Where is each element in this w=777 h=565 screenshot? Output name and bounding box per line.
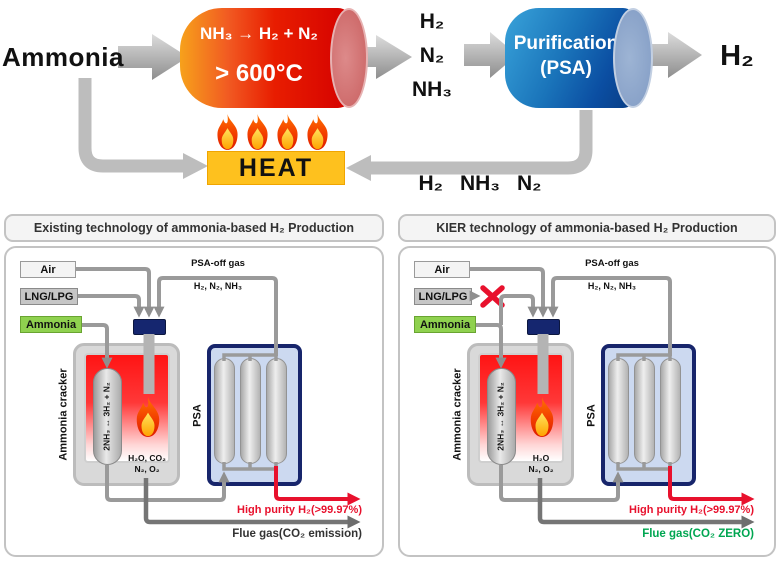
gas-n2: N₂ [419,44,445,67]
combustion-products-line2: N₂, O₂ [134,464,160,474]
high-purity-h2-label: High purity H₂(>99.97%) [629,504,754,516]
flame-icon [217,114,238,150]
flue-gas-label: Flue gas(CO₂ ZERO) [642,528,754,540]
arrowhead-into-heat-left [183,153,208,179]
psa-column [608,358,629,464]
pipe-ammonia-to-heat [78,78,184,173]
psa-column [240,358,261,464]
lng-lpg-input-box: LNG/LPG [20,288,78,305]
reactor-reaction-text: NH₃ → H₂ + N₂ [200,24,318,43]
ammonia-input-box: Ammonia [20,316,82,333]
purification-label-line1: Purification [513,33,619,54]
burner-manifold [133,319,166,335]
flame-icon [277,114,298,150]
cracker-reactor-cylinder: NH₃ → H₂ + N₂ > 600°C [180,8,352,108]
ammonia-input-box: Ammonia [414,316,476,333]
arrowhead-into-heat-right [346,155,371,181]
ammonia-cracker-label: Ammonia cracker [57,368,70,461]
vessel-reaction-label: 2NH₃ ↔ 3H₂ + N₂ [101,382,112,451]
combustion-products-line1: H₂O, CO₂ [128,453,166,463]
intermediate-gas-list: H₂ N₂ NH₃ [400,5,464,107]
psa-unit-label: PSA [191,404,204,427]
ammonia-feed-label: Ammonia [2,42,124,72]
flame-icon [247,114,268,150]
purification-label-line2: (PSA) [540,58,592,79]
psa-end-cap [613,8,653,108]
combustion-products-line2: N₂, O₂ [528,464,554,474]
psa-column [266,358,287,464]
flame-icon [307,114,328,150]
heat-box: HEAT [207,151,345,185]
recycle-gas-labels: H₂ NH₃ N₂ [404,172,556,196]
burner-manifold [527,319,560,335]
combustion-products-line1: H₂O [532,453,550,463]
product-h2-label: H₂ [720,40,754,72]
psa-offgas-composition: H₂, N₂, NH₃ [587,281,637,291]
kier-panel: Air LNG/LPG Ammonia PSA-off gas H₂, N₂, … [398,246,776,557]
kier-panel-title: KIER technology of ammonia-based H₂ Prod… [398,214,776,242]
psa-column [634,358,655,464]
existing-panel: Air LNG/LPG Ammonia PSA-off gas H₂, N₂, … [4,246,384,557]
flue-gas-label: Flue gas(CO₂ emission) [232,528,362,540]
catalyst-vessel [487,368,516,465]
recycle-gas-nh3: NH₃ [459,172,501,195]
psa-column [660,358,681,464]
reactor-temperature-text: > 600°C [215,60,303,87]
high-purity-h2-label: High purity H₂(>99.97%) [237,504,362,516]
top-flow-graphics [78,32,702,181]
gas-nh3: NH₃ [411,78,453,101]
gas-h2: H₂ [419,10,445,33]
air-input-box: Air [414,261,470,278]
reactor-end-cap [330,8,368,108]
recycle-gas-h2: H₂ [418,172,443,195]
psa-column [214,358,235,464]
arrow-ammonia-to-reactor [118,34,188,80]
psa-unit-label: PSA [585,404,598,427]
existing-panel-title: Existing technology of ammonia-based H₂ … [4,214,384,242]
air-input-box: Air [20,261,76,278]
psa-offgas-label: PSA-off gas [585,258,639,269]
psa-offgas-label: PSA-off gas [191,258,245,269]
psa-offgas-composition: H₂, N₂, NH₃ [193,281,243,291]
lng-lpg-input-box: LNG/LPG [414,288,472,305]
recycle-gas-n2: N₂ [517,172,542,195]
x-mark-icon [480,285,505,308]
catalyst-vessel [93,368,122,465]
pipe-psa-to-heat [370,110,593,175]
vessel-reaction-label: 2NH₃ ↔ 3H₂ + N₂ [495,382,506,451]
purification-psa-cylinder: Purification (PSA) [505,8,635,108]
ammonia-cracker-label: Ammonia cracker [451,368,464,461]
